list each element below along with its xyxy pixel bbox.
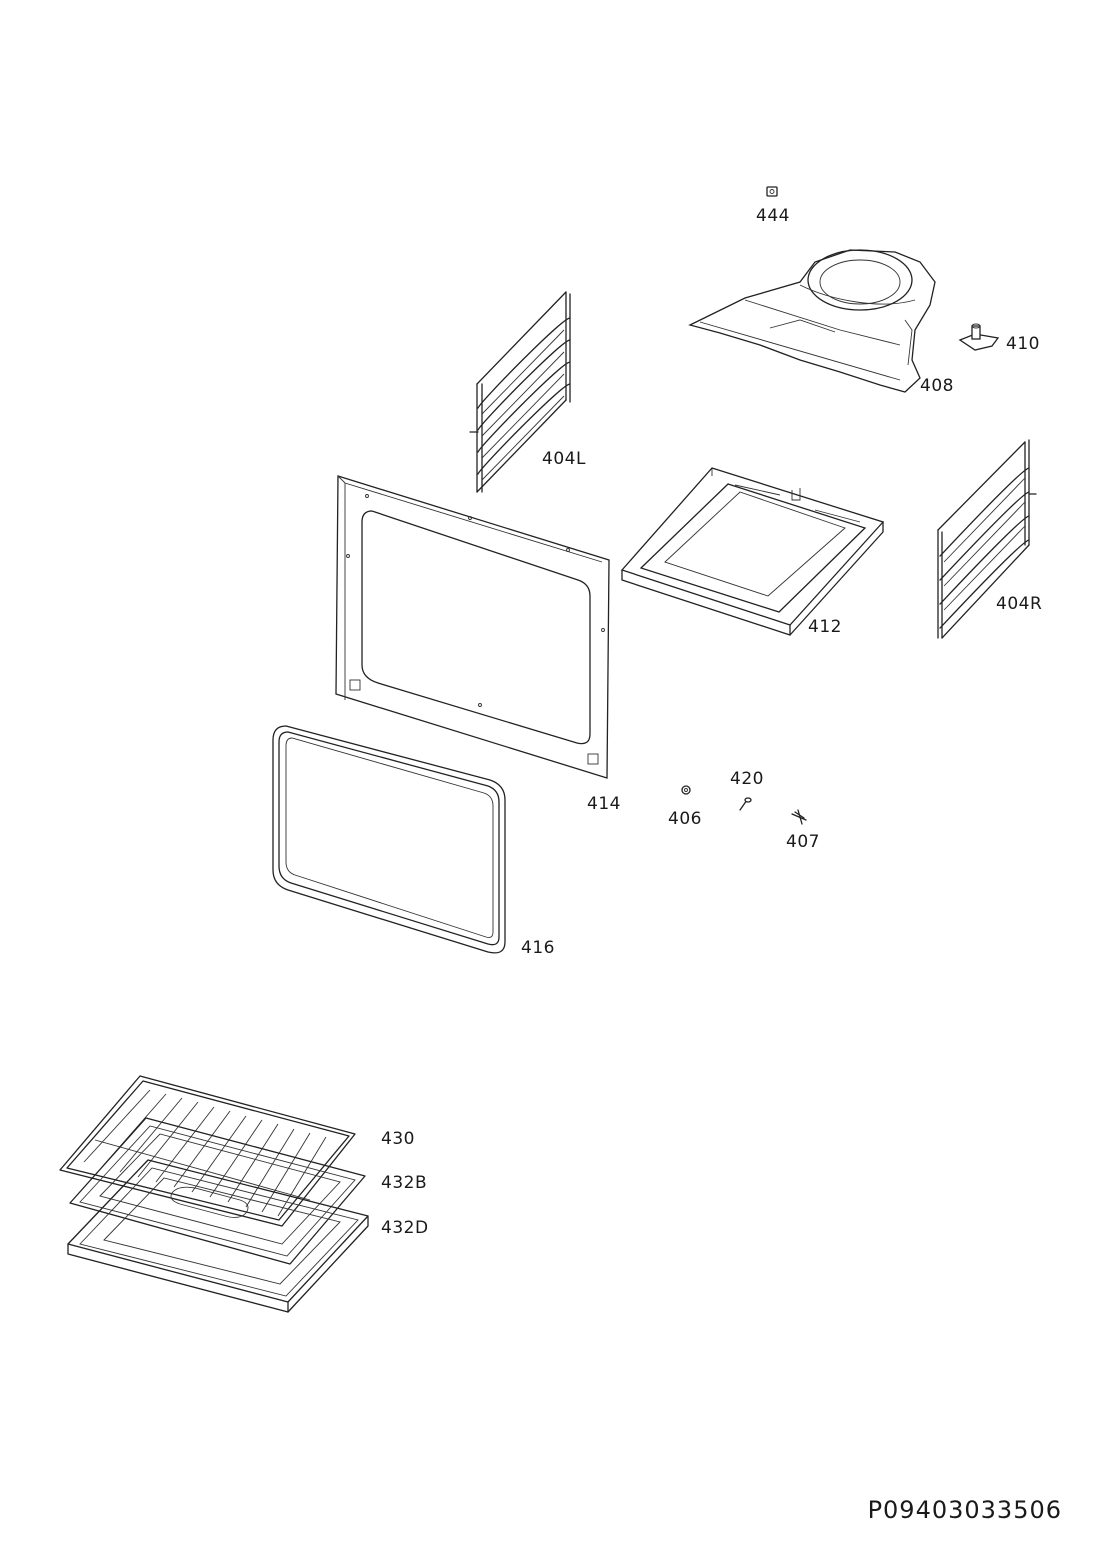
part-444-clip [766,186,778,197]
document-number: P09403033506 [867,1496,1062,1524]
part-404L-shelf-support-left [469,291,571,493]
label-404R: 404R [996,594,1043,614]
part-432D-deep-tray [67,1159,369,1313]
part-407-hinge-pin [791,809,807,825]
part-408-fan-cover [688,249,936,393]
part-416-gasket [272,725,506,954]
part-414-front-frame [335,475,610,779]
part-406-nut [681,785,691,795]
label-414: 414 [587,794,621,814]
part-420-screw [739,797,752,811]
part-412-frame [620,467,885,636]
label-410: 410 [1006,334,1040,354]
part-404R-shelf-support-right [937,439,1037,639]
label-416: 416 [521,938,555,958]
label-444: 444 [756,206,790,226]
label-412: 412 [808,617,842,637]
label-432D: 432D [381,1218,429,1238]
label-430: 430 [381,1129,415,1149]
part-432B-tray [69,1117,366,1265]
part-430-grid-rack [59,1075,356,1227]
label-406: 406 [668,809,702,829]
label-420: 420 [730,769,764,789]
part-410-lamp-holder [958,323,1000,351]
label-408: 408 [920,376,954,396]
label-432B: 432B [381,1173,428,1193]
label-404L: 404L [542,449,586,469]
label-407: 407 [786,832,820,852]
